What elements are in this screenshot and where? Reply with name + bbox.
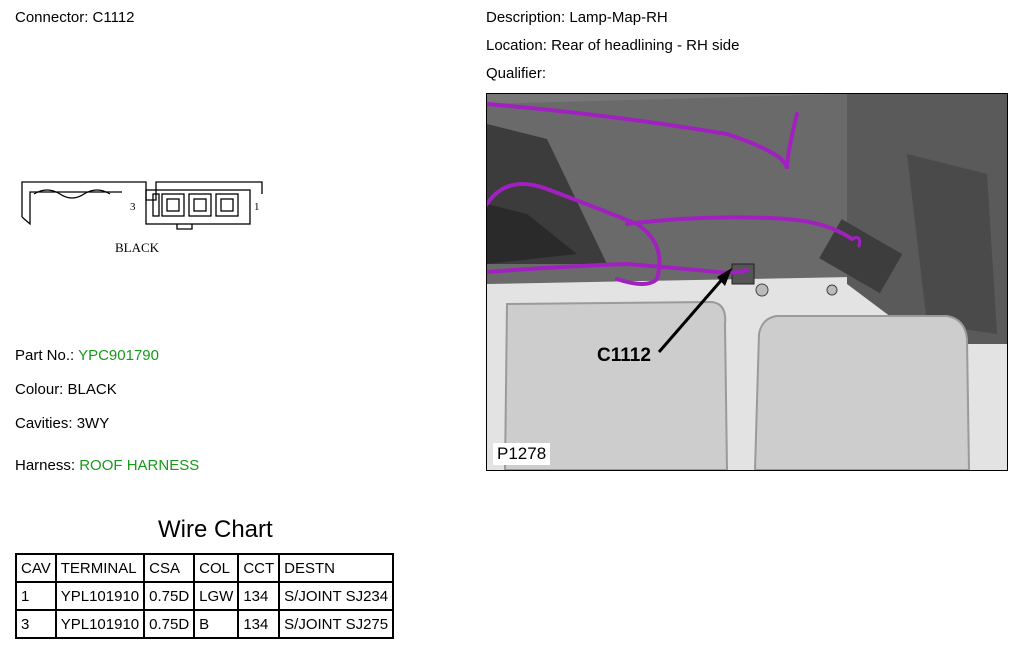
pin-3-label: 3 [130, 201, 136, 213]
qualifier-field: Qualifier: [486, 65, 546, 83]
wire-chart-table: CAV TERMINAL CSA COL CCT DESTN 1 YPL1019… [15, 553, 395, 639]
harness-label: Harness: [15, 457, 76, 474]
photo-callout-label: C1112 [597, 345, 651, 366]
qualifier-label: Qualifier: [486, 65, 547, 82]
connector-value: C1112 [92, 9, 135, 26]
harness-link[interactable]: ROOF HARNESS [79, 457, 200, 474]
location-field: Location: Rear of headlining - RH side [486, 37, 740, 55]
cell-cav: 3 [15, 609, 57, 639]
col-terminal-header: TERMINAL [54, 553, 146, 583]
connector-diagram: 3 1 BLACK [21, 181, 263, 255]
cell-destn: S/JOINT SJ275 [278, 609, 395, 639]
cavities-label: Cavities: [15, 415, 73, 432]
cavities-value: 3WY [76, 415, 110, 432]
description-value: Lamp-Map-RH [569, 9, 668, 26]
colour-field: Colour: BLACK [15, 381, 117, 399]
cell-col: B [193, 609, 240, 639]
cell-terminal: YPL101910 [54, 609, 146, 639]
connector-field: Connector: C1112 [15, 9, 135, 27]
description-label: Description: [486, 9, 566, 26]
cell-col: LGW [193, 581, 240, 611]
connector-label: Connector: [15, 9, 89, 26]
cell-csa: 0.75D [143, 609, 196, 639]
table-row: 1 YPL101910 0.75D LGW 134 S/JOINT SJ234 [15, 581, 395, 611]
harness-field: Harness: ROOF HARNESS [15, 457, 199, 475]
col-csa-header: CSA [143, 553, 196, 583]
cell-cct: 134 [237, 581, 281, 611]
col-cav-header: CAV [15, 553, 57, 583]
col-col-header: COL [193, 553, 240, 583]
cell-terminal: YPL101910 [54, 581, 146, 611]
cavities-field: Cavities: 3WY [15, 415, 109, 433]
diagram-colour-label: BLACK [115, 240, 160, 255]
cell-cav: 1 [15, 581, 57, 611]
colour-label: Colour: [15, 381, 64, 398]
col-cct-header: CCT [237, 553, 281, 583]
part-no-link[interactable]: YPC901790 [78, 347, 159, 364]
location-value: Rear of headlining - RH side [551, 37, 740, 54]
wire-chart-title: Wire Chart [158, 516, 273, 543]
col-destn-header: DESTN [278, 553, 395, 583]
location-photo: C1112 P1278 [486, 93, 1008, 471]
cell-csa: 0.75D [143, 581, 196, 611]
cell-cct: 134 [237, 609, 281, 639]
location-label: Location: [486, 37, 547, 54]
colour-value: BLACK [67, 381, 117, 398]
cell-destn: S/JOINT SJ234 [278, 581, 395, 611]
part-no-field: Part No.: YPC901790 [15, 347, 159, 365]
wire-chart-header-row: CAV TERMINAL CSA COL CCT DESTN [15, 553, 395, 583]
description-field: Description: Lamp-Map-RH [486, 9, 668, 27]
part-no-label: Part No.: [15, 347, 75, 364]
pin-1-label: 1 [254, 201, 260, 213]
location-photo-illustration [487, 94, 1007, 470]
photo-reference-label: P1278 [493, 443, 551, 465]
table-row: 3 YPL101910 0.75D B 134 S/JOINT SJ275 [15, 609, 395, 639]
